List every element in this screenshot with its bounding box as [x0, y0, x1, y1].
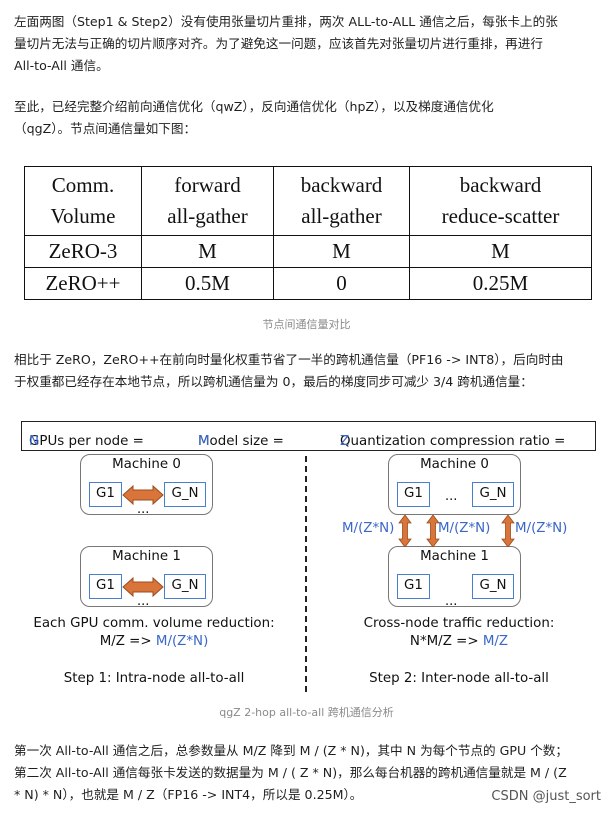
table-header-cell: Comm. Volume: [24, 166, 142, 236]
table-cell: M: [273, 235, 410, 268]
conclusion-paragraph: 第一次 All-to-All 通信之后，总参数量从 M/Z 降到 M / (Z …: [14, 740, 602, 806]
inter-node-arrow: [398, 515, 412, 547]
gpus-var: N: [29, 434, 40, 449]
arrow-label-middle: M/(Z*N): [438, 521, 491, 536]
inter-node-arrow: [501, 515, 515, 547]
table-cell: M: [141, 235, 274, 268]
right-formula: N*M/Z => M/Z: [409, 634, 509, 649]
table-row: ZeRO-3 M M M: [24, 235, 592, 268]
summary-line: （qgZ）。节点间通信量如下图：: [14, 121, 197, 136]
gpu-ellipsis: ...: [137, 594, 150, 609]
gpu-gn-box: G_N: [164, 482, 206, 507]
left-formula: M/Z => M/(Z*N): [99, 634, 209, 649]
intra-node-arrow: [122, 577, 164, 597]
machine-title: Machine 1: [112, 549, 181, 564]
intro-paragraph: 左面两图（Step1 & Step2）没有使用张量切片重排，两次 ALL-to-…: [14, 11, 602, 77]
arrow-label-right: M/(Z*N): [515, 521, 568, 536]
table-header-row: Comm. Volume forward all-gather backward…: [24, 166, 592, 236]
intra-node-arrow: [122, 485, 164, 505]
gpu-ellipsis: ...: [445, 489, 458, 504]
csdn-watermark: CSDN @just_sort: [491, 789, 601, 804]
comm-volume-table: Comm. Volume forward all-gather backward…: [24, 166, 592, 300]
compare-paragraph: 相比于 ZeRO，ZeRO++在前向时量化权重节省了一半的跨机通信量（PF16 …: [14, 349, 602, 393]
quant-var: Z: [340, 434, 350, 449]
machine-title: Machine 0: [112, 457, 181, 472]
summary-paragraph: 至此，已经完整介绍前向通信优化（qwZ），反向通信优化（hpZ），以及梯度通信优…: [14, 96, 602, 140]
table-header-cell: backward reduce-scatter: [409, 166, 592, 236]
intro-line: 左面两图（Step1 & Step2）没有使用张量切片重排，两次 ALL-to-…: [14, 14, 558, 29]
gpu-ellipsis: ...: [445, 594, 458, 609]
inter-node-arrow: [426, 515, 440, 547]
qgz-figure: GPUs per node = N Model size = M Quantiz…: [14, 404, 604, 694]
figure-caption: qgZ 2-hop all-to-all 跨机通信分析: [219, 706, 394, 719]
table-cell: 0: [273, 267, 410, 300]
machine-title: Machine 1: [420, 549, 489, 564]
compare-line: 于权重都已经存在本地节点，所以跨机通信量为 0，最后的梯度同步可减少 3/4 跨…: [14, 374, 533, 389]
arrow-label-left: M/(Z*N): [342, 521, 395, 536]
conclusion-line: * N) * N），也就是 M / Z（FP16 -> INT4，所以是 0.2…: [14, 787, 363, 802]
right-caption: Cross-node traffic reduction:: [363, 616, 555, 631]
table-row: ZeRO++ 0.5M 0 0.25M: [24, 267, 592, 300]
left-caption: Each GPU comm. volume reduction:: [33, 616, 275, 631]
right-machine-0: Machine 0 G1 G_N ...: [388, 454, 521, 515]
conclusion-line: 第一次 All-to-All 通信之后，总参数量从 M/Z 降到 M / (Z …: [14, 743, 568, 758]
left-machine-1: Machine 1 G1 G_N ...: [80, 546, 213, 609]
summary-line: 至此，已经完整介绍前向通信优化（qwZ），反向通信优化（hpZ），以及梯度通信优…: [14, 99, 494, 114]
step2-label: Step 2: Inter-node all-to-all: [369, 671, 549, 686]
gpu-g1-box: G1: [397, 482, 430, 507]
gpu-g1-box: G1: [397, 574, 430, 599]
gpu-gn-box: G_N: [472, 482, 514, 507]
step1-label: Step 1: Intra-node all-to-all: [63, 671, 245, 686]
table-cell: ZeRO-3: [24, 235, 142, 268]
table-cell: 0.5M: [141, 267, 274, 300]
right-machine-1: Machine 1 G1 G_N ...: [388, 546, 521, 609]
left-machine-0: Machine 0 G1 G_N ...: [80, 454, 213, 517]
gpu-gn-box: G_N: [164, 574, 206, 599]
machine-title: Machine 0: [420, 457, 489, 472]
table-cell: ZeRO++: [24, 267, 142, 300]
intro-line: 量切片无法与正确的切片顺序对齐。为了避免这一问题，应该首先对张量切片进行重排，再…: [14, 36, 543, 51]
model-var: M: [198, 434, 210, 449]
gpu-g1-box: G1: [89, 574, 122, 599]
table-caption: 节点间通信量对比: [262, 318, 351, 331]
table-header-cell: backward all-gather: [273, 166, 410, 236]
table-cell: M: [409, 235, 592, 268]
gpu-gn-box: G_N: [472, 574, 514, 599]
table-cell: 0.25M: [409, 267, 592, 300]
compare-line: 相比于 ZeRO，ZeRO++在前向时量化权重节省了一半的跨机通信量（PF16 …: [14, 352, 564, 367]
conclusion-line: 第二次 All-to-All 通信每张卡发送的数据量为 M / ( Z * N)…: [14, 765, 567, 780]
gpu-g1-box: G1: [89, 482, 122, 507]
figure-parameter-bar: GPUs per node = N Model size = M Quantiz…: [21, 421, 596, 451]
intro-line: All-to-All 通信。: [14, 58, 109, 73]
table-header-cell: forward all-gather: [141, 166, 274, 236]
gpu-ellipsis: ...: [137, 502, 150, 517]
figure-divider: [305, 456, 307, 692]
